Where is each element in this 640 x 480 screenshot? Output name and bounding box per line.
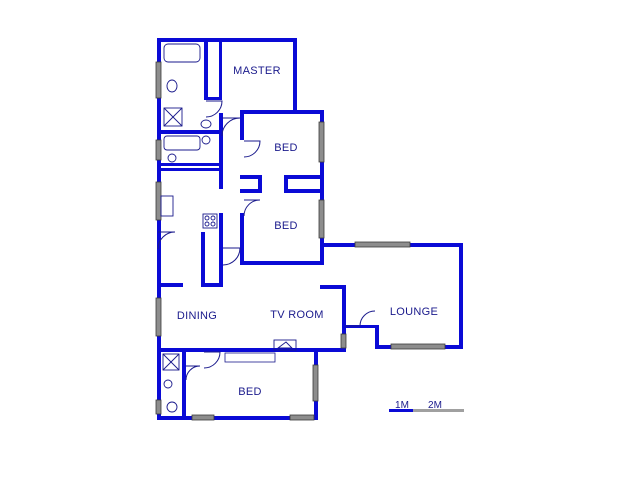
scale-label-2m: 2M bbox=[428, 400, 442, 411]
scale-bar: 1M 2M bbox=[389, 400, 464, 412]
walls bbox=[157, 38, 463, 420]
fixtures bbox=[160, 43, 297, 413]
room-label-dining: DINING bbox=[177, 310, 217, 322]
room-label-bed-2: BED bbox=[274, 220, 298, 232]
room-label-bed-3: BED bbox=[238, 386, 262, 398]
doors bbox=[157, 100, 376, 381]
scale-label-1m: 1M bbox=[395, 400, 409, 411]
room-label-master: MASTER bbox=[233, 65, 281, 77]
room-label-tv-room: TV ROOM bbox=[270, 309, 323, 321]
room-label-bed-1: BED bbox=[274, 142, 298, 154]
room-label-lounge: LOUNGE bbox=[390, 306, 438, 318]
windows bbox=[155, 61, 446, 421]
